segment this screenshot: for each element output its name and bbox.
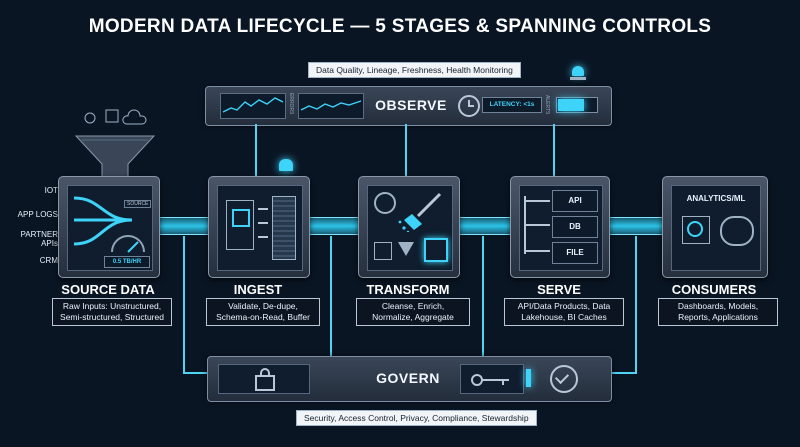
govern-bar[interactable]: GOVERN <box>207 356 612 402</box>
ingest-check-beacon-icon <box>278 158 294 172</box>
stage-transform[interactable] <box>358 176 460 278</box>
alerts-meter <box>556 97 598 113</box>
serve-output-file: FILE <box>552 242 598 264</box>
govern-key-panel <box>460 364 524 394</box>
govern-label: GOVERN <box>376 370 440 386</box>
throughput-minichart <box>220 93 286 119</box>
pipe-ingest-transform <box>308 217 358 235</box>
cleansing-brush-icon <box>398 192 442 232</box>
source-label-crm: CRM <box>39 256 58 265</box>
errors-sparkline <box>300 100 362 111</box>
govern-description-tag: Security, Access Control, Privacy, Compl… <box>296 410 537 426</box>
transform-panel <box>367 185 453 271</box>
serve-output-api: API <box>552 190 598 212</box>
clock-icon <box>458 95 480 117</box>
compliance-badge-icon <box>550 365 578 393</box>
stage-consumers-name: CONSUMERS <box>671 282 757 297</box>
brain-model-icon <box>720 216 754 246</box>
consumers-screen-title: ANALYTICS/ML <box>686 194 746 203</box>
pipe-serve-consumers <box>608 217 662 235</box>
stage-ingest[interactable] <box>208 176 310 278</box>
govern-lock-panel <box>218 364 310 394</box>
serve-output-db: DB <box>552 216 598 238</box>
stage-ingest-name: INGEST <box>233 282 283 297</box>
page-title: MODERN DATA LIFECYCLE — 5 STAGES & SPANN… <box>88 16 712 37</box>
errors-minichart <box>298 93 364 119</box>
source-label-partner-apis: PARTNER APIs <box>20 230 59 248</box>
analytics-magnifier-icon <box>682 216 710 244</box>
observe-bar[interactable]: ERRORS OBSERVE LATENCY: <1s ALERTS <box>205 86 612 126</box>
lock-icon <box>255 368 275 391</box>
stage-source-name: SOURCE DATA <box>61 282 155 297</box>
source-flow-graphic <box>73 196 145 253</box>
latency-readout: LATENCY: <1s <box>482 97 542 113</box>
ingestion-funnel-icon <box>74 109 156 183</box>
key-icon <box>471 374 509 386</box>
source-label-iot: IOT <box>44 186 58 195</box>
source-panel: SOURCE 0.5 TB/HR <box>67 185 153 271</box>
source-tag: SOURCE <box>124 200 152 208</box>
pipe-transform-serve <box>458 217 510 235</box>
buffer-icon <box>272 196 296 260</box>
filter-icon <box>398 242 414 256</box>
stage-ingest-desc: Validate, De-dupe, Schema-on-Read, Buffe… <box>206 298 320 326</box>
observe-label: OBSERVE <box>375 97 447 113</box>
processor-chip-icon <box>424 238 448 262</box>
stage-transform-desc: Cleanse, Enrich, Normalize, Aggregate <box>356 298 470 326</box>
alerts-label: ALERTS <box>544 95 550 115</box>
alarm-beacon-icon <box>570 64 586 80</box>
stage-consumers-desc: Dashboards, Models, Reports, Application… <box>658 298 778 326</box>
stage-serve-name: SERVE <box>537 282 581 297</box>
stage-source[interactable]: SOURCE 0.5 TB/HR <box>58 176 160 278</box>
gear-icon <box>374 192 396 214</box>
consumers-monitor: ANALYTICS/ML <box>671 185 761 271</box>
chart2-axis-label: ERRORS <box>288 93 294 115</box>
stage-serve[interactable]: API DB FILE <box>510 176 610 278</box>
throughput-sparkline <box>222 97 284 113</box>
source-label-app-logs: APP LOGS <box>17 210 58 219</box>
govern-status-light <box>526 369 531 387</box>
settings-icon <box>374 242 392 260</box>
pipe-source-ingest <box>158 217 208 235</box>
observe-description-tag: Data Quality, Lineage, Freshness, Health… <box>308 62 521 78</box>
stage-transform-name: TRANSFORM <box>366 282 450 297</box>
source-rate-readout: 0.5 TB/HR <box>104 256 150 268</box>
stage-serve-desc: API/Data Products, Data Lakehouse, BI Ca… <box>504 298 624 326</box>
schema-document-icon <box>226 200 254 250</box>
stage-source-desc: Raw Inputs: Unstructured, Semi-structure… <box>52 298 172 326</box>
ingest-panel <box>217 185 303 271</box>
stage-consumers[interactable]: ANALYTICS/ML <box>662 176 768 278</box>
serve-panel: API DB FILE <box>519 185 603 271</box>
alerts-meter-fill <box>558 99 584 111</box>
